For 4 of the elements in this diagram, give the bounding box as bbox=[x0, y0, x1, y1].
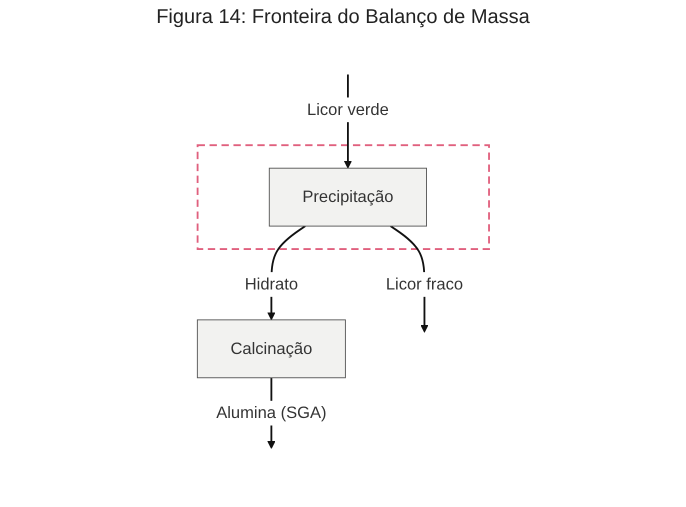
node-box: Calcinação bbox=[196, 318, 346, 378]
figure-title: Figura 14: Fronteira do Balanço de Massa bbox=[155, 6, 531, 29]
node-box: Precipitação bbox=[268, 167, 427, 226]
cluster bbox=[196, 144, 490, 250]
